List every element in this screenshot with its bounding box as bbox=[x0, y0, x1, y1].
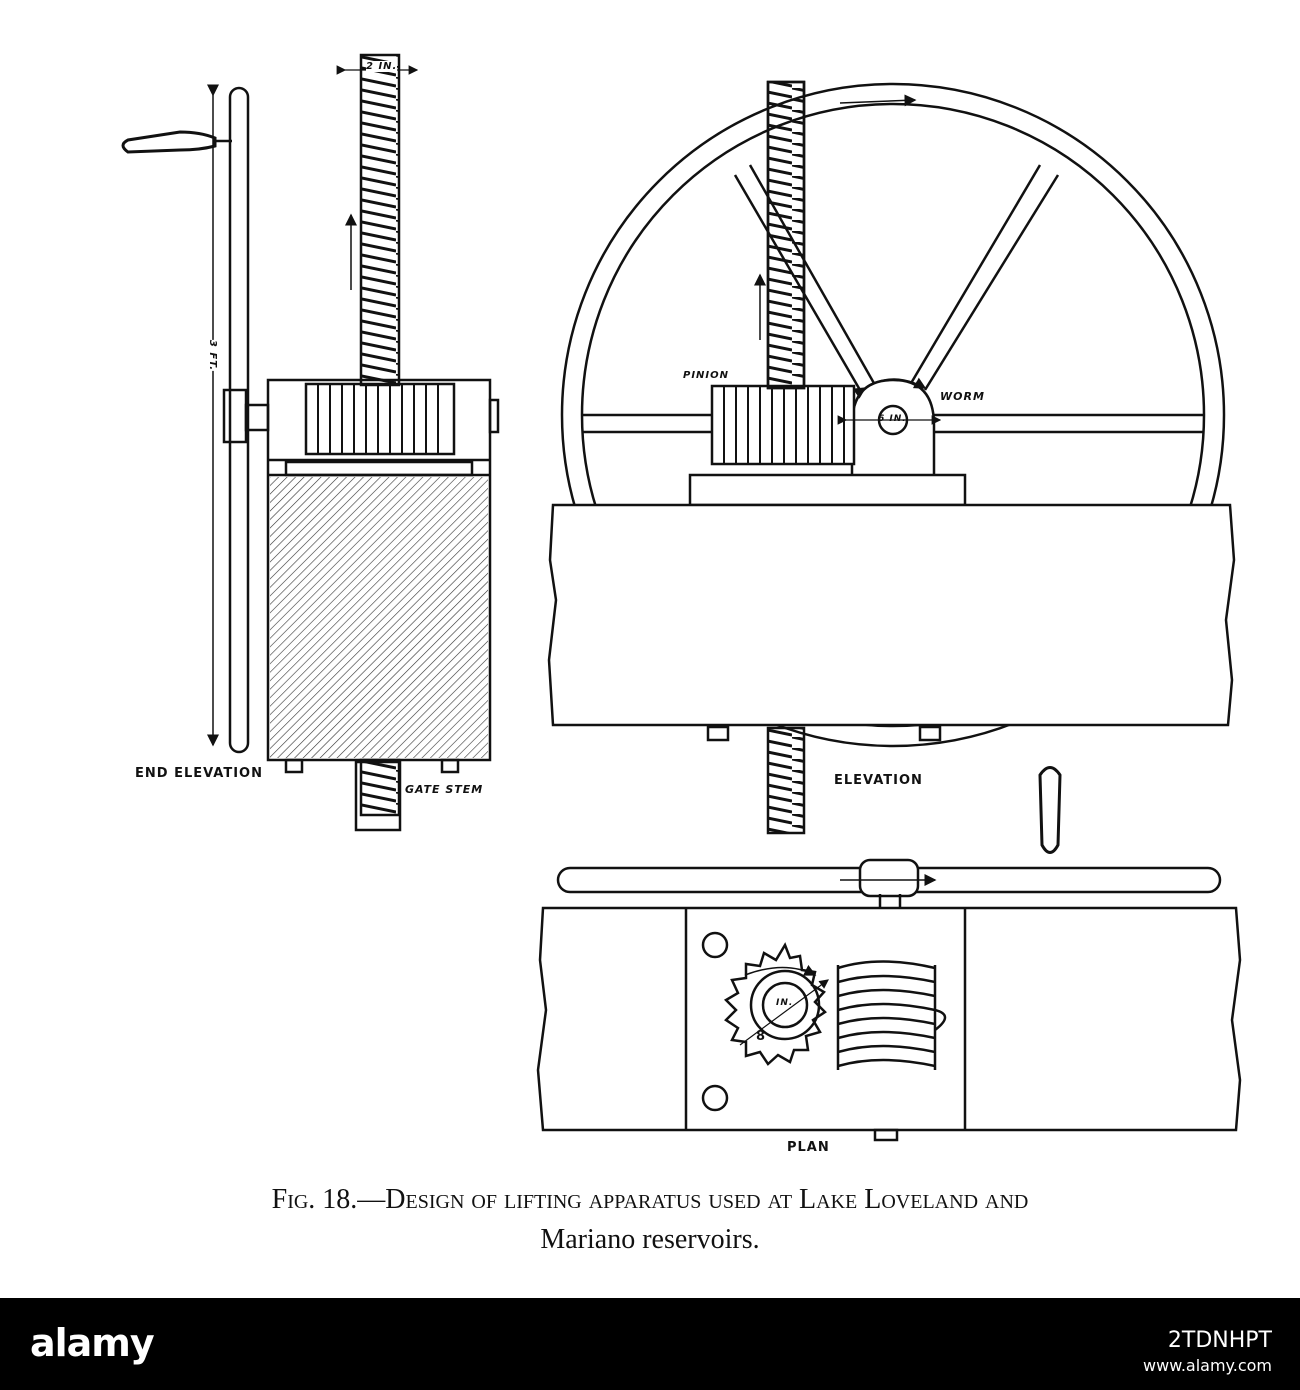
technical-drawing bbox=[121, 53, 1242, 1142]
gate-stem-label: GATE STEM bbox=[405, 783, 484, 796]
image-id: 2TDNHPT bbox=[1167, 1328, 1272, 1353]
plan-view bbox=[536, 766, 1242, 1142]
worm-label: WORM bbox=[940, 390, 985, 403]
gear-diameter-label: 8 bbox=[756, 1029, 767, 1044]
gear-bore-label: IN. bbox=[776, 998, 794, 1008]
pinion-label: PINION bbox=[683, 370, 730, 381]
height-dimension-label: 3 FT. bbox=[207, 339, 219, 372]
plan-label: PLAN bbox=[787, 1140, 830, 1155]
elevation-view bbox=[547, 80, 1236, 835]
stock-url: www.alamy.com bbox=[1143, 1356, 1272, 1375]
end-elevation-label: END ELEVATION bbox=[135, 766, 263, 781]
footer-bar bbox=[0, 1298, 1300, 1390]
caption-line-2: Mariano reservoirs. bbox=[540, 1224, 760, 1255]
elevation-label: ELEVATION bbox=[834, 773, 923, 788]
stem-diameter-label: 2 IN. bbox=[366, 61, 398, 72]
end-elevation-view bbox=[121, 53, 500, 832]
figure-caption: Fig. 18.—Design of lifting apparatus use… bbox=[0, 1180, 1300, 1260]
alamy-logo: alamy bbox=[30, 1321, 155, 1365]
worm-diameter-label: 6 IN. bbox=[878, 414, 907, 424]
caption-line-1: Fig. 18.—Design of lifting apparatus use… bbox=[271, 1184, 1029, 1215]
